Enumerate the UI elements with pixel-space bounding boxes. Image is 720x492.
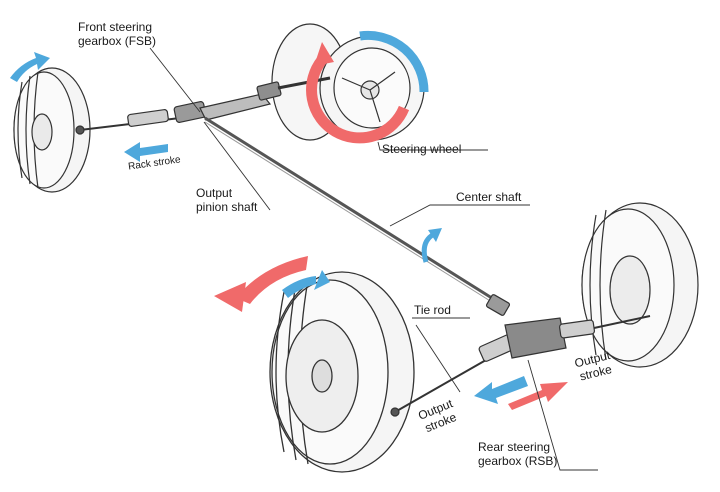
output-pinion-label: Output pinion shaft: [196, 186, 257, 214]
leader-tie-rod-2: [415, 324, 461, 393]
center-shaft: [204, 116, 496, 305]
front-left-wheel: [13, 67, 91, 193]
rear-wheel-red-arrow: [214, 256, 308, 312]
front-steering-gearbox: [75, 76, 331, 135]
rear-right-wheel: [581, 202, 699, 368]
blue-arrow-front-left: [10, 52, 50, 82]
steering-wheel-arrows: [306, 30, 429, 144]
center-shaft-label: Center shaft: [456, 190, 522, 204]
leader-lines: [149, 47, 598, 471]
rear-steering-gearbox: [390, 294, 651, 417]
leader-center-shaft: [389, 204, 530, 227]
leader-steering-wheel: [377, 141, 488, 151]
leader-rsb: [527, 359, 598, 471]
steering-wheel-label: Steering wheel: [382, 142, 462, 156]
leader-output-pinion: [203, 121, 271, 211]
leader-fsb: [149, 47, 201, 113]
rear-left-wheel: [269, 271, 415, 473]
fsb-label: Front steering gearbox (FSB): [78, 20, 156, 48]
output-stroke-arrow-red: [508, 382, 568, 410]
tie-rod-label: Tie rod: [414, 303, 451, 317]
center-shaft-arrow: [421, 228, 442, 263]
fsb-label-line2: gearbox (FSB): [78, 34, 157, 48]
output-stroke-arrow-blue: [474, 376, 528, 404]
output-pinion-label-line2: pinion shaft: [196, 200, 258, 214]
output-pinion-label-line1: Output: [196, 186, 233, 200]
rear-wheel-blue-arrow: [282, 270, 330, 298]
rsb-label-line1: Rear steering: [478, 440, 551, 454]
rsb-label: Rear steering gearbox (RSB): [478, 440, 557, 468]
fsb-label-line1: Front steering: [78, 20, 153, 34]
rack-stroke-arrow: [124, 142, 168, 162]
rsb-label-line2: gearbox (RSB): [478, 454, 558, 468]
